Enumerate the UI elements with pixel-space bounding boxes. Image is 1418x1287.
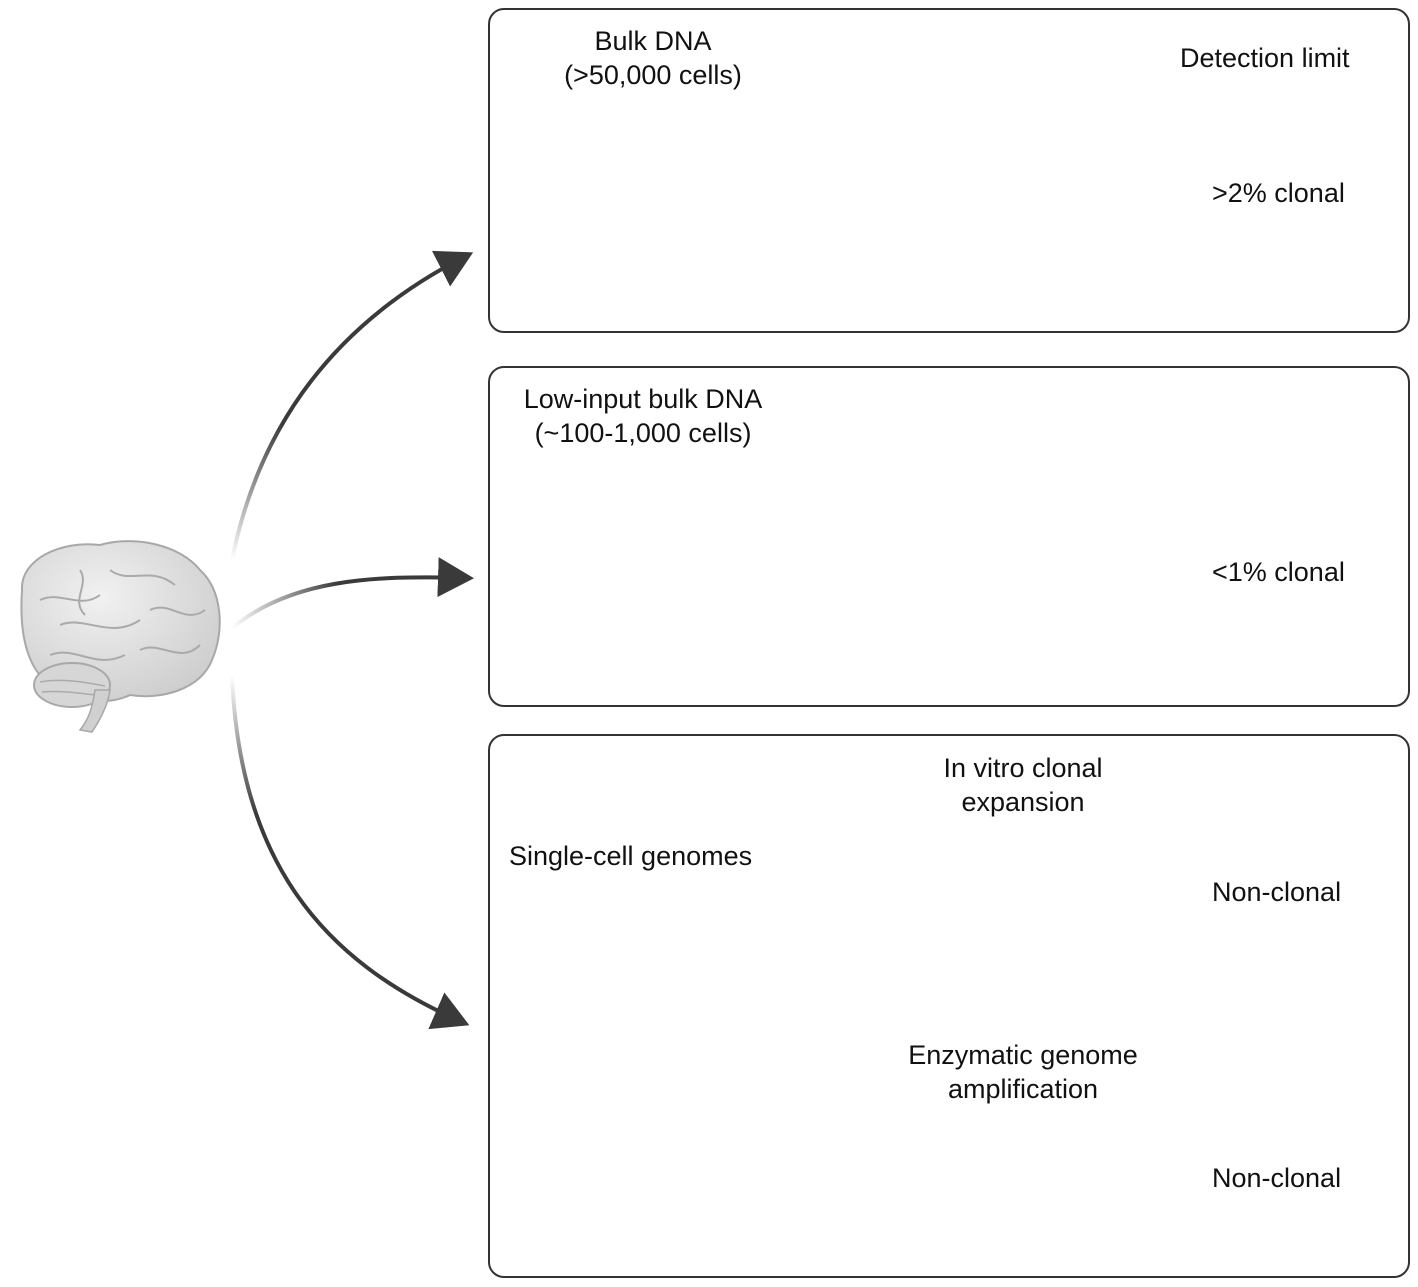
clonal-expansion-limit: Non-clonal (1212, 877, 1342, 907)
bulk-title: Bulk DNA (>50,000 cells) (520, 24, 786, 92)
arrow-to-bulk (230, 250, 474, 561)
single-cell-title: Single-cell genomes (509, 841, 753, 871)
low-input-limit: <1% clonal (1212, 557, 1345, 587)
amplification-limit: Non-clonal (1212, 1163, 1342, 1193)
amplification-line2: amplification (947, 1074, 1099, 1104)
bulk-limit: >2% clonal (1212, 178, 1345, 208)
low-input-title-line2: (~100-1,000 cells) (534, 418, 752, 448)
arrow-to-low-input (230, 557, 474, 630)
low-input-title-line1: Low-input bulk DNA (523, 384, 763, 414)
clonal-expansion-title: In vitro clonal expansion (880, 751, 1166, 819)
panel-bulk-dna (488, 8, 1410, 333)
bulk-title-line2: (>50,000 cells) (564, 60, 742, 90)
amplification-title: Enzymatic genome amplification (880, 1038, 1166, 1106)
detection-limit-header: Detection limit (1180, 43, 1350, 73)
clonal-expansion-line2: expansion (961, 787, 1085, 817)
panel-low-input (488, 366, 1410, 707)
amplification-line1: Enzymatic genome (908, 1040, 1138, 1070)
panel-single-cell (488, 734, 1410, 1278)
low-input-title: Low-input bulk DNA (~100-1,000 cells) (500, 382, 786, 450)
clonal-expansion-line1: In vitro clonal (943, 753, 1103, 783)
brain-icon (20, 540, 221, 733)
arrow-to-single-cell (230, 675, 470, 1030)
bulk-title-line1: Bulk DNA (594, 26, 712, 56)
